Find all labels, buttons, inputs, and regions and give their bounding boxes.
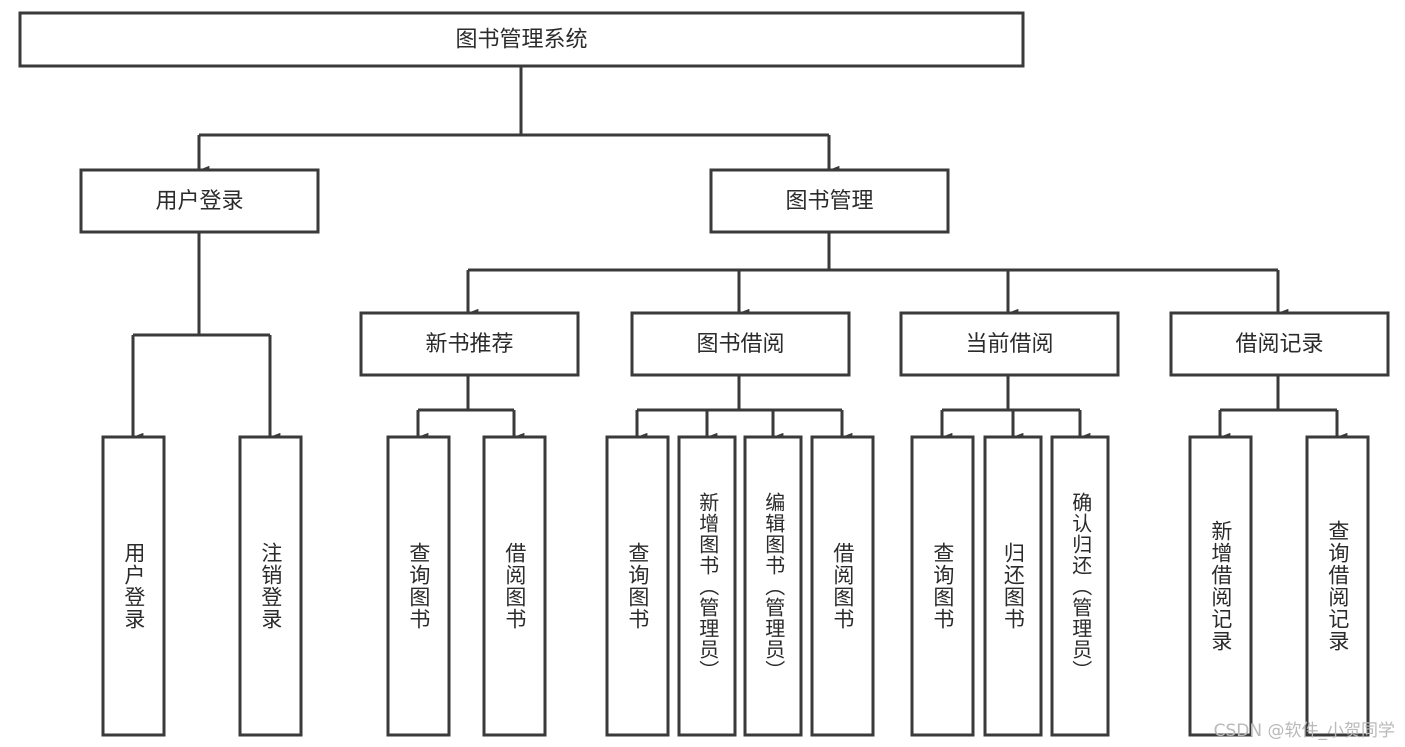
node-leaf-borrow-book[interactable] (810, 435, 875, 737)
node-label-current-borrow: 当前借阅 (965, 332, 1053, 357)
node-label-book-manage: 图书管理 (785, 189, 873, 214)
node-leaf-add-record[interactable] (1188, 435, 1253, 737)
node-leaf-return-book[interactable] (983, 435, 1043, 737)
node-leaf-user-login[interactable] (101, 435, 166, 737)
node-leaf-query-book-rec[interactable] (386, 435, 451, 737)
node-book-borrow[interactable] (630, 311, 851, 377)
node-label-new-book-recommend: 新书推荐 (425, 332, 513, 357)
node-leaf-confirm-return[interactable] (1050, 435, 1110, 737)
node-leaf-query-book-cur[interactable] (910, 435, 975, 737)
node-leaf-query-record[interactable] (1305, 435, 1370, 737)
node-leaf-query-book-borrow[interactable] (605, 435, 670, 737)
connector-layer (131, 66, 1348, 442)
watermark-text: CSDN @软件_小贺同学 (1213, 721, 1395, 741)
node-current-borrow[interactable] (899, 311, 1120, 377)
node-label-book-borrow: 图书借阅 (696, 332, 784, 357)
node-label-user-login: 用户登录 (155, 189, 243, 214)
node-leaf-add-book[interactable] (677, 435, 737, 737)
node-box-layer (18, 11, 1390, 737)
node-leaf-borrow-book-rec[interactable] (482, 435, 547, 737)
node-new-book-recommend[interactable] (359, 311, 580, 377)
node-borrow-record[interactable] (1169, 311, 1390, 377)
node-root[interactable] (18, 11, 1025, 68)
node-user-login[interactable] (79, 168, 320, 234)
node-leaf-edit-book[interactable] (743, 435, 803, 737)
node-label-borrow-record: 借阅记录 (1235, 332, 1323, 357)
node-leaf-logout[interactable] (238, 435, 303, 737)
node-label-root: 图书管理系统 (455, 28, 587, 53)
node-book-manage[interactable] (709, 168, 950, 234)
